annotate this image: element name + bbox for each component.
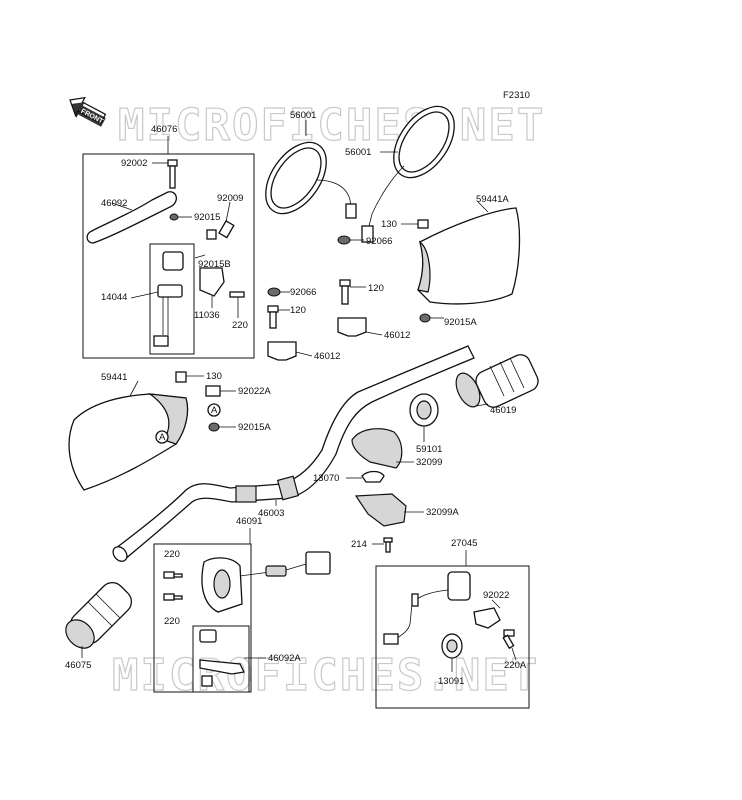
- label-220-c: 220: [164, 616, 180, 627]
- mirror-left-icon: [265, 141, 357, 219]
- label-32099A: 32099A: [426, 507, 459, 518]
- nut-92015-icon: [169, 213, 179, 221]
- label-59101: 59101: [416, 444, 442, 455]
- marker-a-guard: [155, 430, 169, 444]
- marker-a-top: [207, 403, 221, 417]
- handlebar-switch-icon: [201, 551, 331, 613]
- bolt-130-left-icon: [175, 371, 187, 383]
- bar-sleeve-left: [235, 485, 257, 503]
- throttle-housing-32099-icon: [351, 428, 403, 469]
- clutch-lever-icon: [86, 191, 178, 244]
- label-92015B: 92015B: [198, 259, 231, 270]
- label-59441A: 59441A: [476, 194, 509, 205]
- label-46012-left: 46012: [314, 351, 340, 362]
- nut-92015A-right-icon: [419, 313, 431, 323]
- holder-46012-right-icon: [337, 317, 367, 337]
- clutch-switch-icon: [153, 251, 184, 347]
- bolt-92002-icon: [167, 159, 178, 189]
- cable-end-13070-icon: [361, 470, 385, 483]
- label-46092: 46092: [101, 198, 127, 209]
- label-120-right: 120: [368, 283, 384, 294]
- lever-bracket-icon: [199, 267, 225, 297]
- label-220A: 220A: [504, 660, 527, 671]
- label-92022: 92022: [483, 590, 509, 601]
- label-27045: 27045: [451, 538, 477, 549]
- clamp-92022A-icon: [205, 385, 221, 397]
- washer-icon: [206, 229, 217, 240]
- clutch-lever-group-box: [82, 153, 255, 359]
- nut-92066-left-icon: [267, 287, 281, 297]
- label-92066-right: 92066: [366, 236, 392, 247]
- front-arrow-icon: FRONT: [69, 96, 107, 127]
- lever-46092A-box: [192, 625, 250, 693]
- label-46012-right: 46012: [384, 330, 410, 341]
- kill-switch-27045-icon: [383, 571, 471, 645]
- left-grip-icon: [65, 581, 133, 649]
- label-46019: 46019: [490, 405, 516, 416]
- label-13070: 13070: [313, 473, 339, 484]
- handguard-right-icon: [417, 207, 521, 305]
- nut-92015A-left-icon: [208, 422, 220, 432]
- label-92015A-right: 92015A: [444, 317, 477, 328]
- label-46076: 46076: [151, 124, 177, 135]
- throttle-sleeve-59101-icon: [409, 393, 439, 427]
- clamp-92022-icon: [473, 607, 501, 629]
- throttle-housing-32099A-icon: [354, 493, 407, 527]
- label-59441: 59441: [101, 372, 127, 383]
- switch-14044-box: [149, 243, 195, 355]
- label-120-left: 120: [290, 305, 306, 316]
- label-220-top: 220: [232, 320, 248, 331]
- bolt-120-left-icon: [267, 305, 279, 329]
- screw-220-c-icon: [163, 593, 183, 601]
- label-56001-right: 56001: [345, 147, 371, 158]
- label-11036: 11036: [194, 310, 220, 321]
- label-13091: 13091: [438, 676, 464, 687]
- cable-guide-13091-icon: [441, 633, 463, 659]
- label-92002: 92002: [121, 158, 147, 169]
- svg-text:A: A: [211, 405, 218, 416]
- label-46091: 46091: [236, 516, 262, 527]
- bar-sleeve-right: [276, 475, 300, 501]
- switch-27045-group-box: [375, 565, 530, 709]
- label-92009: 92009: [217, 193, 243, 204]
- watermark-bottom: MICROFICHES.NET: [112, 650, 539, 701]
- holder-46012-left-icon: [267, 341, 297, 361]
- label-32099: 32099: [416, 457, 442, 468]
- label-92066-left: 92066: [290, 287, 316, 298]
- nut-92066-right-icon: [337, 235, 351, 245]
- label-220-b: 220: [164, 549, 180, 560]
- lever-46092A-icon: [199, 629, 245, 687]
- figure-code: F2310: [503, 90, 530, 101]
- svg-text:A: A: [159, 432, 166, 443]
- screw-220-icon: [229, 291, 245, 298]
- label-92022A: 92022A: [238, 386, 271, 397]
- screw-92009-icon: [218, 220, 235, 239]
- label-46092A: 46092A: [268, 653, 301, 664]
- label-130-left: 130: [206, 371, 222, 382]
- label-46003: 46003: [258, 508, 284, 519]
- label-92015A-left: 92015A: [238, 422, 271, 433]
- bolt-130-right-icon: [417, 219, 429, 229]
- label-46075: 46075: [65, 660, 91, 671]
- watermark-top: MICROFICHES.NET: [118, 100, 545, 151]
- label-92015: 92015: [194, 212, 220, 223]
- screw-214-icon: [383, 537, 393, 553]
- label-130-right: 130: [381, 219, 397, 230]
- mirror-right-icon: [361, 105, 455, 243]
- screw-220-b-icon: [163, 571, 183, 579]
- label-14044: 14044: [101, 292, 127, 303]
- label-214: 214: [351, 539, 367, 550]
- screw-220A-icon: [502, 629, 515, 650]
- bolt-120-right-icon: [339, 279, 351, 305]
- handlebar-icon: [115, 345, 475, 561]
- label-56001-left: 56001: [290, 110, 316, 121]
- throttle-grip-icon: [455, 354, 539, 408]
